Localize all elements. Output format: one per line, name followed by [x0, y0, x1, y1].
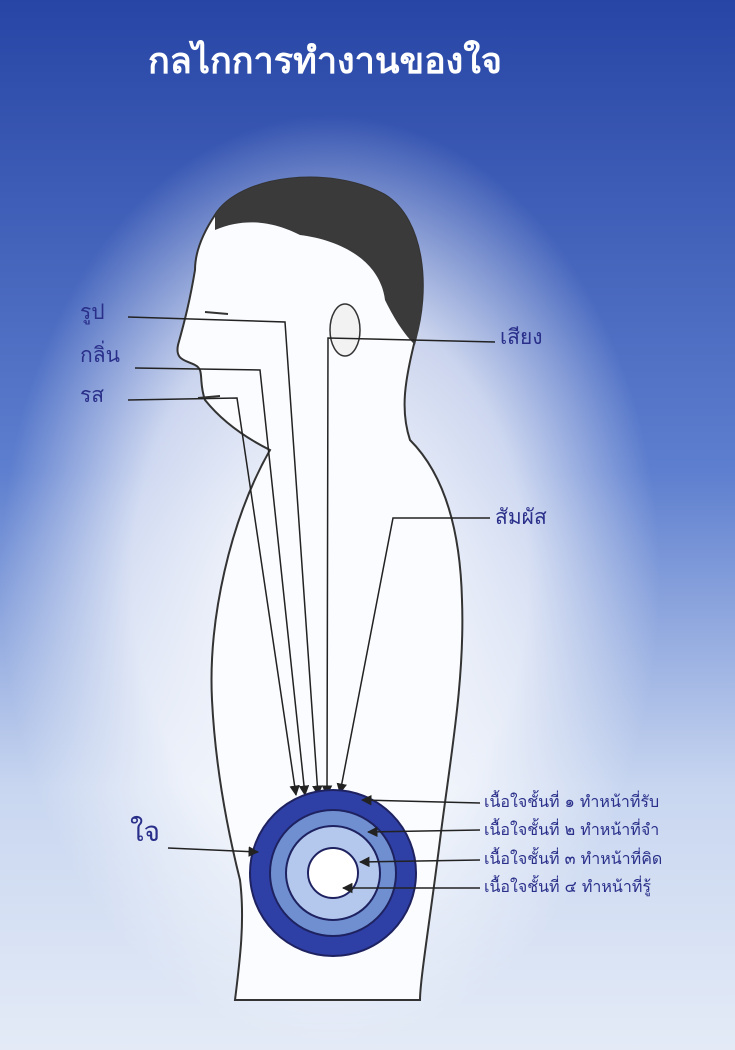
mouth [197, 395, 221, 399]
label-sound: เสียง [500, 325, 543, 349]
mind-layers [249, 789, 417, 957]
layer-4-core [307, 847, 359, 899]
label-touch: สัมผัส [495, 505, 547, 529]
label-sight: รูป [80, 300, 105, 324]
sense-arrows [127, 316, 496, 797]
layer-1-label: เนื้อใจชั้นที่ ๑ ทำหน้าที่รับ [484, 792, 660, 811]
label-mind: ใจ [130, 815, 161, 848]
layer-arrows [167, 794, 481, 894]
layer-2-label: เนื้อใจชั้นที่ ๒ ทำหน้าที่จำ [484, 820, 660, 839]
layer-4-label: เนื้อใจชั้นที่ ๔ ทำหน้าที่รู้ [484, 877, 651, 896]
eye [204, 311, 229, 315]
ear [329, 303, 361, 357]
page-title: กลไกการทำงานของใจ [148, 41, 502, 82]
label-taste: รส [80, 383, 105, 407]
hair [215, 177, 423, 345]
label-smell: กลิ่น [80, 343, 120, 367]
layer-3-label: เนื้อใจชั้นที่ ๓ ทำหน้าที่คิด [484, 849, 663, 868]
